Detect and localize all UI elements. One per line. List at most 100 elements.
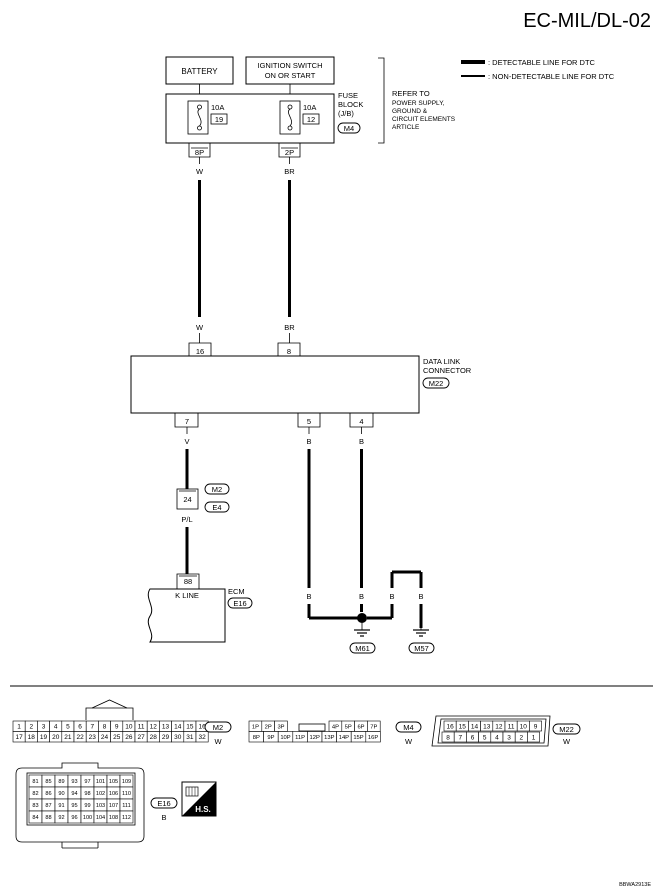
connector-pin-label: 1P [252,724,259,730]
connector-pin-label: 20 [52,734,60,741]
connector-pin-label: 14 [471,723,479,730]
connector-pin-label: 89 [58,779,64,785]
dlc-pin-8: 8 [277,342,301,356]
connector-cavity [119,810,134,824]
connector-pin-label: 95 [71,803,77,809]
connector-pin-label: 5 [483,734,487,741]
connector-pin-label: 11 [138,724,145,731]
connector-pin-label: 29 [162,734,170,741]
connector-pin-label: 12 [495,723,503,730]
ground-m61: M61 [355,644,370,653]
connector-pin-label: 10 [520,723,528,730]
connector-badge [150,797,178,809]
connector-pin-label: 94 [71,791,77,797]
legend-non-detectable-label: : NON-DETECTABLE LINE FOR DTC [488,72,615,81]
ecm-k-line: K LINE [175,591,199,600]
connector-pin-label: 30 [174,734,182,741]
connector-badge [395,721,422,733]
connector-badge [204,501,230,513]
connector-pin-label: 109 [122,779,131,785]
connector-pin-label: 96 [71,815,77,821]
connector-pin-label: 101 [96,779,105,785]
fuse-b-amp: 10A [303,103,316,112]
dlc-pin-5: 5 [297,413,321,428]
ecm-connector: E16 [233,599,246,608]
connector-pin-label: 110 [122,791,131,797]
refer-bracket [378,57,385,144]
connector-m22-id: M22 [559,725,574,734]
connector-badge [552,723,581,735]
connector-pin-label: 3 [507,734,511,741]
connector-e16-color: B [161,813,166,822]
connector-m2-id: M2 [213,723,223,732]
svg-text:88: 88 [184,577,192,586]
connector-pin-label: 10 [125,724,133,731]
ecm-label: ECM [228,587,245,596]
connector-pin-label: 86 [45,791,51,797]
connector-pin-label: 24 [101,734,109,741]
connector-pin-label: 83 [32,803,38,809]
connector-m4-color: W [405,737,413,746]
connector-pin-label: 2 [29,724,33,731]
connector-pin-label: 84 [32,815,38,821]
connector-pin-label: 105 [109,779,118,785]
dlc-pin-4: 4 [349,413,374,428]
dlc-label-2: CONNECTOR [423,366,472,375]
connector-cavity [195,731,209,743]
ecm-pin-88: 88 [176,573,200,589]
battery-block: BATTERY [165,56,234,85]
connector-pin-label: 107 [109,803,118,809]
connector-pin-label: 13 [483,723,491,730]
connector-pin-label: 1 [532,734,536,741]
connector-badge [337,122,361,134]
connector-pin-label: 25 [113,734,121,741]
connector-pin-label: 13P [324,735,334,741]
refer-label-4: CIRCUIT ELEMENTS [392,116,456,123]
connector-pin-label: 5P [345,724,352,730]
connector-m4-id: M4 [403,723,413,732]
ignition-label-2: ON OR START [265,71,316,80]
pin-tab-2p: 2P [278,143,301,158]
connector-pin-label: 13 [162,724,170,731]
svg-text:2P: 2P [285,148,294,157]
connector-pin-label: 1 [17,724,21,731]
connector-pin-label: 111 [122,803,131,809]
connector-cavity [527,731,540,743]
connector-pin-label: 11P [295,735,305,741]
wire-color-label: B [389,592,394,601]
connector-pin-label: 11 [508,723,515,730]
svg-text:16: 16 [196,347,204,356]
wire-color-label: BR [284,167,295,176]
connector-pin-label: 10P [280,735,290,741]
connector-pin-label: 17 [15,734,23,741]
svg-text:24: 24 [183,495,191,504]
dlc-pin-16: 16 [188,342,212,356]
connector-pin-label: 8 [103,724,107,731]
refer-label-3: GROUND & [392,108,428,115]
connector-pin-label: 7P [370,724,377,730]
wire-color-label: B [418,592,423,601]
connector-pin-label: 22 [76,734,84,741]
svg-text:H.S.: H.S. [195,805,211,814]
connector-pin-label: 90 [58,791,64,797]
pin-tab-8p: 8P [188,143,211,158]
wire-color-label: B [359,437,364,446]
ignition-label-1: IGNITION SWITCH [258,61,323,70]
connector-pin-label: 93 [71,779,77,785]
connector-pin-label: 88 [45,815,51,821]
connector-pin-label: 32 [198,734,206,741]
wire-color-label: BR [284,323,295,332]
dlc-pin-7: 7 [174,413,199,428]
fuse-block-connector: M4 [344,124,354,133]
connector-pin-label: 100 [83,815,92,821]
ground-m57: M57 [414,644,429,653]
joint-connector-e4: E4 [212,503,221,512]
connector-badge [422,377,450,389]
connector-pin-label: 4 [495,734,499,741]
connector-key [298,723,326,732]
wire-color-label: B [359,592,364,601]
connector-pin-label: 112 [122,815,131,821]
wire-color-label: V [184,437,189,446]
